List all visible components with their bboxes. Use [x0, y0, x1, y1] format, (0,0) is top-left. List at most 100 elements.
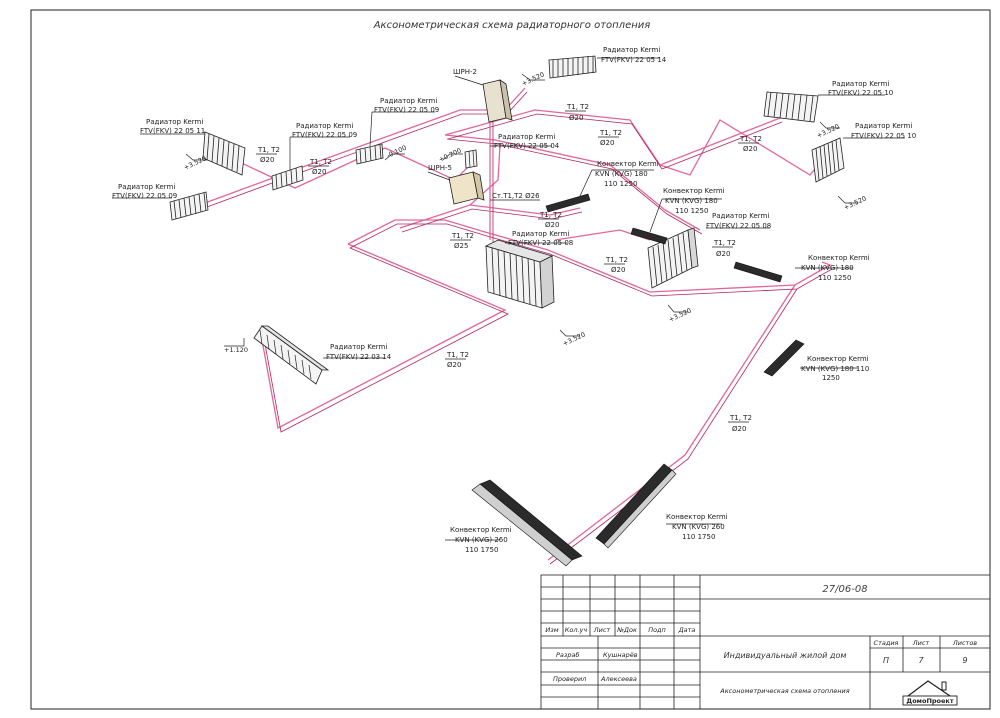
title-block: 27/06-08 Изм Кол.уч Лист №Док Подп Дата … — [540, 574, 991, 710]
svg-text:Проверил: Проверил — [553, 675, 586, 683]
svg-text:FTV(FKV) 22 05 09: FTV(FKV) 22 05 09 — [292, 131, 357, 139]
svg-text:Ст.Т1,Т2 Ø26: Ст.Т1,Т2 Ø26 — [492, 192, 540, 200]
svg-text:FTV(FKV) 22 05 09: FTV(FKV) 22 05 09 — [374, 106, 439, 114]
svg-text:1250: 1250 — [822, 374, 840, 382]
svg-text:Т1, Т2: Т1, Т2 — [309, 158, 332, 166]
svg-text:Ø20: Ø20 — [569, 114, 583, 122]
cabinet-shrn2: ШРН-2 — [453, 68, 513, 123]
svg-text:Кушнарёв: Кушнарёв — [603, 651, 638, 659]
pipe-label-8: Т1, Т2 Ø20 — [712, 239, 736, 258]
svg-text:Т1, Т2: Т1, Т2 — [605, 256, 628, 264]
riser-label: Ст.Т1,Т2 Ø26 — [490, 192, 540, 201]
svg-text:+0.200: +0.200 — [437, 146, 462, 163]
pipe-label-4: Т1, Т2 Ø20 — [256, 146, 280, 164]
svg-text:Радиатор Kermi: Радиатор Kermi — [330, 343, 387, 351]
svg-text:110 1250: 110 1250 — [675, 207, 708, 215]
elevation-9: +1.120 — [224, 338, 248, 354]
svg-text:Ø20: Ø20 — [716, 250, 730, 258]
svg-text:Конвектор Kermi: Конвектор Kermi — [807, 355, 869, 363]
svg-text:Радиатор Kermi: Радиатор Kermi — [512, 230, 569, 238]
elevation-4: +3.520 — [182, 153, 208, 172]
elevation-6: +3.520 — [559, 329, 587, 348]
svg-text:Лист: Лист — [593, 626, 611, 634]
svg-text:П: П — [883, 656, 889, 665]
sheet-frame — [30, 9, 991, 710]
svg-text:9: 9 — [962, 656, 967, 665]
radiator-1: Радиатор Kermi FTV(FKV) 22 05 14 — [548, 46, 667, 79]
svg-text:Радиатор Kermi: Радиатор Kermi — [498, 133, 555, 141]
svg-text:KVN (KVG) 260: KVN (KVG) 260 — [455, 536, 508, 544]
svg-text:KVN (KVG) 180 110: KVN (KVG) 180 110 — [801, 365, 869, 373]
convector-6: Конвектор Kermi KVN (KVG) 260 110 1750 — [595, 463, 728, 549]
svg-text:Радиатор Kermi: Радиатор Kermi — [603, 46, 660, 54]
radiator-6: Радиатор Kermi FTV(FKV) 22 05 09 — [271, 122, 357, 191]
svg-text:+3.520: +3.520 — [520, 70, 545, 87]
convector-3: Конвектор Kermi KVN (KVG) 180 110 1250 — [733, 254, 870, 283]
radiator-4: Радиатор Kermi FTV(FKV) 22 05 11 — [140, 118, 246, 176]
elevation-1: +3.520 — [520, 70, 545, 87]
svg-text:Т1, Т2: Т1, Т2 — [599, 129, 622, 137]
pipe-label-1: Т1, Т2 Ø20 — [565, 103, 589, 122]
svg-text:KVN (KVG) 260: KVN (KVG) 260 — [672, 523, 725, 531]
radiator-5: Радиатор Kermi FTV(FKV) 22 05 09 — [112, 183, 209, 221]
svg-text:Изм: Изм — [545, 626, 558, 634]
svg-text:FTV(FKV) 22 05 14: FTV(FKV) 22 05 14 — [601, 56, 667, 64]
svg-text:+3.520: +3.520 — [815, 122, 840, 139]
radiator-7: Радиатор Kermi FTV(FKV) 22 05 09 — [355, 97, 439, 165]
svg-text:Лист: Лист — [912, 639, 930, 647]
svg-text:Конвектор Kermi: Конвектор Kermi — [450, 526, 512, 534]
svg-text:ДомоПроект: ДомоПроект — [906, 697, 953, 705]
shrn5-label: ШРН-5 — [428, 164, 452, 172]
svg-text:Алексеева: Алексеева — [600, 675, 637, 683]
drawing-title: Аксонометрическая схема радиаторного ото… — [373, 20, 651, 31]
svg-text:Т1, Т2: Т1, Т2 — [539, 211, 562, 219]
radiator-2: Радиатор Kermi FTV(FKV) 22 05 10 — [763, 80, 893, 123]
elevation-5: +3.520 — [667, 304, 693, 324]
svg-text:Радиатор Kermi: Радиатор Kermi — [118, 183, 175, 191]
svg-text:Радиатор Kermi: Радиатор Kermi — [855, 122, 912, 130]
radiator-3: Радиатор Kermi FTV(FKV) 22 05 10 — [811, 122, 916, 183]
radiator-10: Радиатор Kermi FTV(FKV) 22 05 08 — [484, 230, 573, 309]
svg-text:+3.520: +3.520 — [182, 154, 207, 171]
svg-text:Ø20: Ø20 — [312, 168, 326, 176]
svg-text:Ø20: Ø20 — [260, 156, 274, 164]
svg-text:Т1, Т2: Т1, Т2 — [566, 103, 589, 111]
cabinet-shrn5: ШРН-5 — [427, 164, 485, 205]
svg-text:110 1750: 110 1750 — [682, 533, 715, 541]
convector-2: Конвектор Kermi KVN (KVG) 180 110 1250 — [630, 187, 725, 245]
svg-text:FTV(FKV) 22 05 11: FTV(FKV) 22 05 11 — [140, 127, 205, 135]
svg-text:27/06-08: 27/06-08 — [822, 584, 867, 595]
svg-text:FTV(FKV) 22 05 10: FTV(FKV) 22 05 10 — [851, 132, 916, 140]
svg-text:Конвектор Kermi: Конвектор Kermi — [666, 513, 728, 521]
svg-text:Радиатор Kermi: Радиатор Kermi — [712, 212, 769, 220]
svg-text:Радиатор Kermi: Радиатор Kermi — [296, 122, 353, 130]
svg-text:110 1750: 110 1750 — [465, 546, 498, 554]
pipe-network — [174, 87, 833, 565]
svg-text:+3.520: +3.520 — [561, 330, 586, 347]
svg-text:Радиатор Kermi: Радиатор Kermi — [832, 80, 889, 88]
svg-text:FTV(FKV) 22 03 14: FTV(FKV) 22 03 14 — [326, 353, 392, 361]
svg-text:Дата: Дата — [678, 626, 696, 634]
svg-text:Т1, Т2: Т1, Т2 — [713, 239, 736, 247]
elevation-7: +0.200 — [437, 146, 463, 164]
svg-text:KVN (KVG) 180: KVN (KVG) 180 — [595, 170, 648, 178]
svg-text:110 1250: 110 1250 — [818, 274, 851, 282]
svg-text:Радиатор Kermi: Радиатор Kermi — [380, 97, 437, 105]
svg-text:Ø25: Ø25 — [454, 242, 468, 250]
svg-text:Аксонометрическая схема отопле: Аксонометрическая схема отопления — [719, 687, 849, 695]
svg-text:Ø20: Ø20 — [545, 221, 559, 229]
company-logo: ДомоПроект — [902, 680, 958, 706]
shrn2-label: ШРН-2 — [453, 68, 477, 76]
svg-text:Разраб: Разраб — [556, 651, 579, 659]
svg-text:Ø20: Ø20 — [743, 145, 757, 153]
pipe-label-5: Т1, Т2 Ø20 — [308, 158, 332, 176]
svg-text:+3.520: +3.520 — [842, 194, 867, 211]
svg-text:Т1, Т2: Т1, Т2 — [257, 146, 280, 154]
svg-text:Ø20: Ø20 — [611, 266, 625, 274]
svg-text:Т1, Т2: Т1, Т2 — [446, 351, 469, 359]
